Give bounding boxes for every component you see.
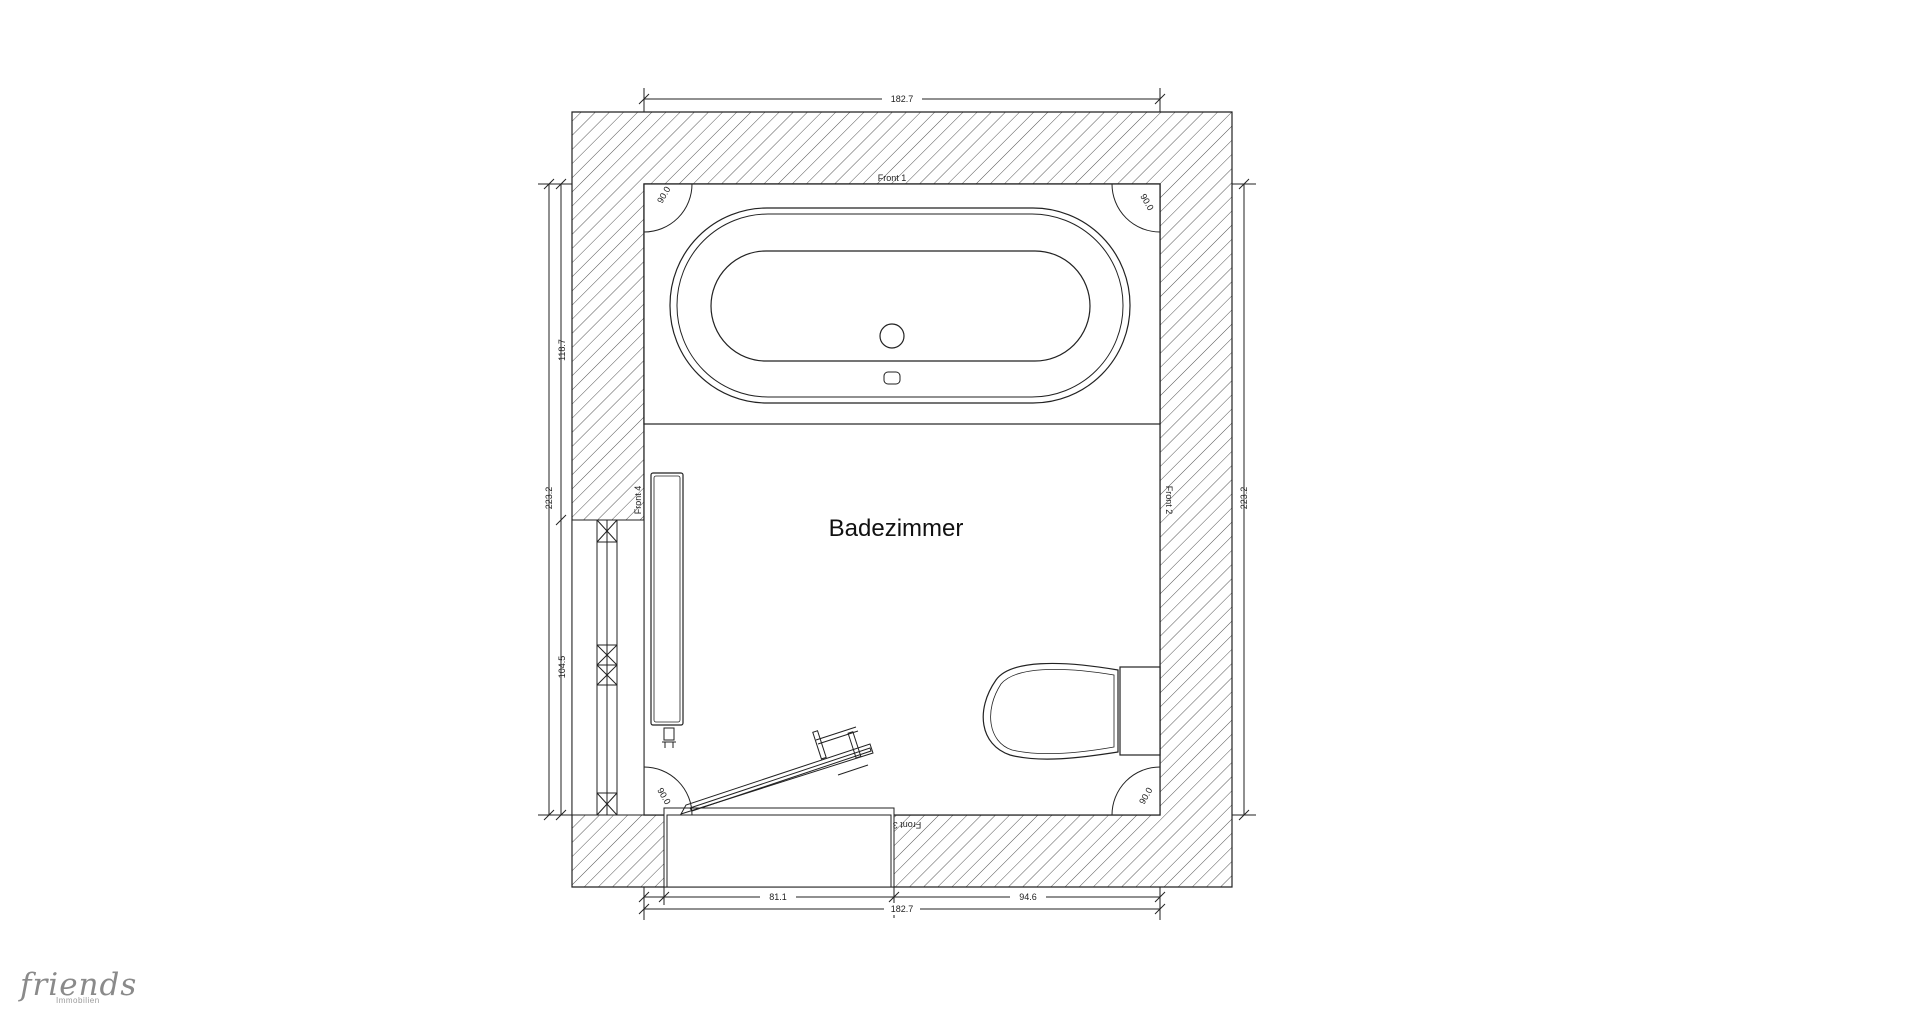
friends-logo: friends <box>20 967 138 1003</box>
logo-subtitle: Immobilien <box>56 996 100 1005</box>
front-label-left: Front 4 <box>633 486 643 515</box>
toilet <box>982 662 1161 760</box>
door-opening <box>663 807 895 888</box>
overflow-icon <box>883 371 901 385</box>
front-label-top: Front 1 <box>878 173 907 183</box>
dim-bottom-total: 182.7 <box>891 904 914 914</box>
dim-left-upper: 118.7 <box>557 339 567 361</box>
dim-top: 182.7 <box>891 94 914 104</box>
valve-icon <box>663 727 675 741</box>
window-left <box>571 519 645 816</box>
radiator <box>650 472 684 748</box>
bathtub <box>643 183 1161 425</box>
dim-right-total: 223.2 <box>1239 487 1249 510</box>
dim-bottom-right: 94.6 <box>1019 892 1037 902</box>
room-name: Badezimmer <box>829 515 964 542</box>
dim-left-lower: 104.5 <box>557 656 567 679</box>
dim-left-total: 223.2 <box>544 487 554 510</box>
corner-angles <box>643 183 1161 816</box>
dim-bottom-left: 81.1 <box>769 892 787 902</box>
dimension-lines <box>538 88 1256 920</box>
door-leaf <box>679 726 874 815</box>
front-label-right: Front 2 <box>1164 486 1174 515</box>
drain-icon <box>879 323 905 349</box>
front-label-bottom: Front 3 <box>893 820 922 830</box>
